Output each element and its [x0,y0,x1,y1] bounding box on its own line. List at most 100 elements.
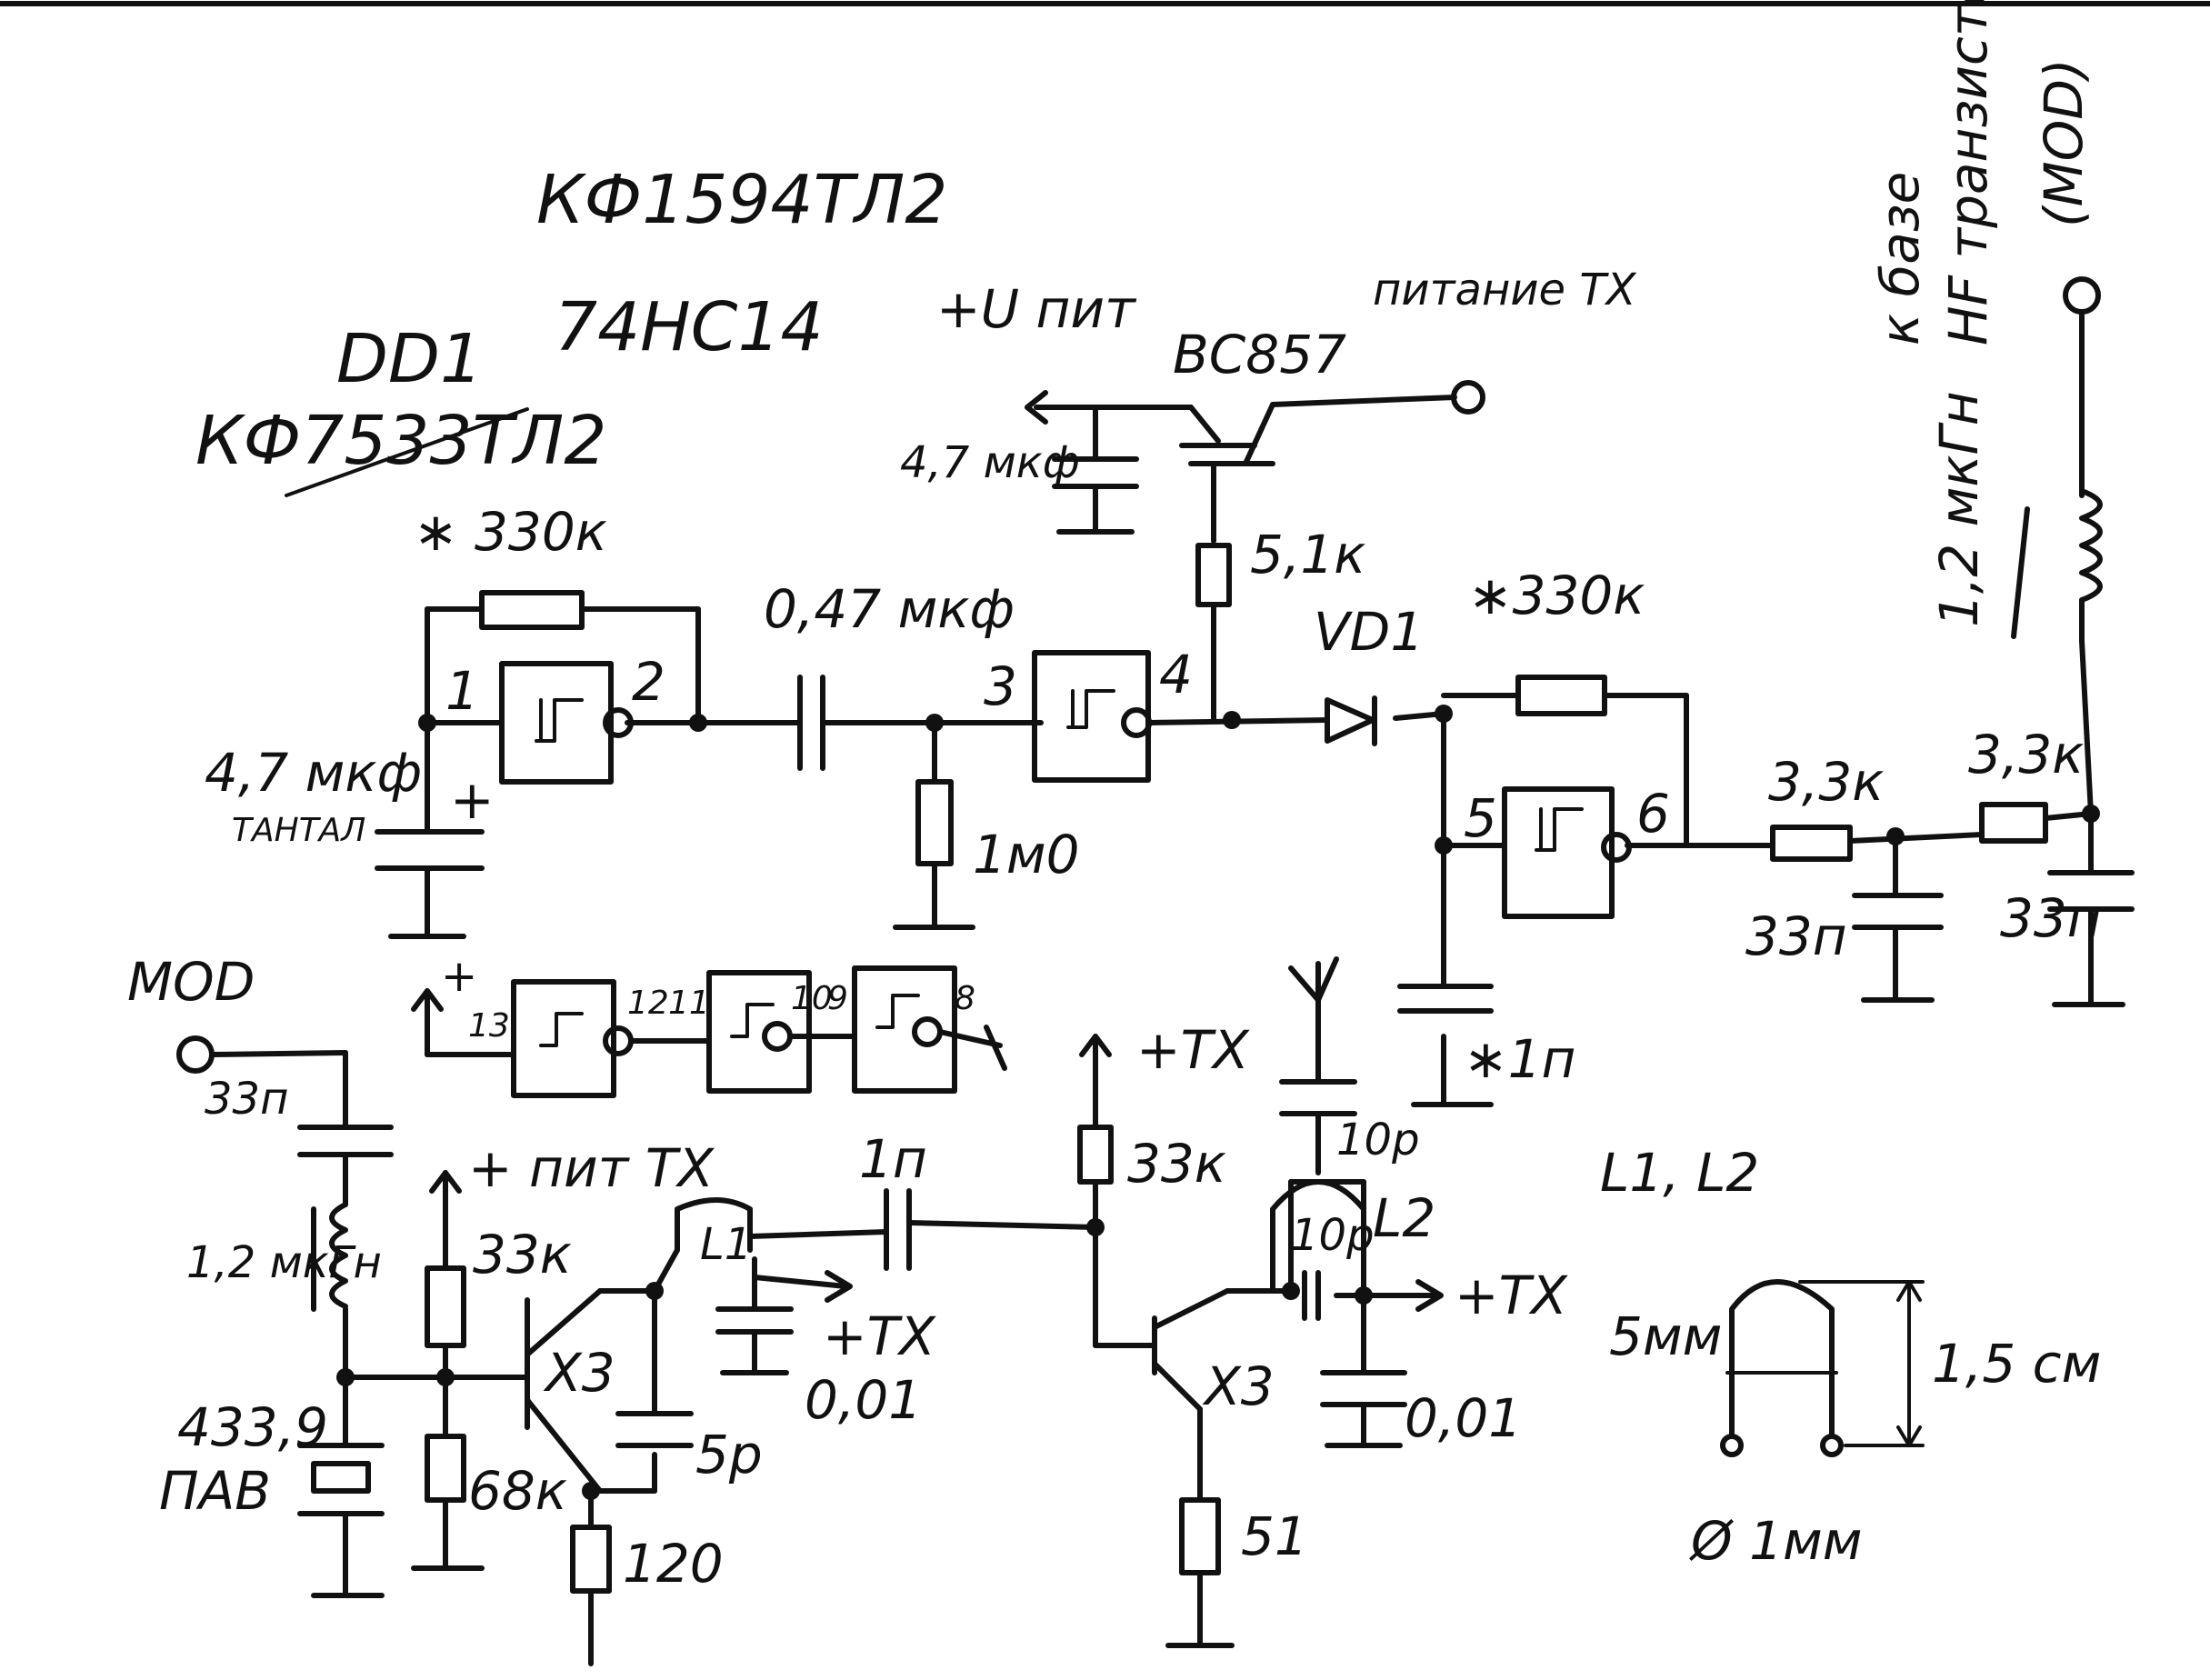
cap-couple-label: 1п [859,1128,927,1190]
pin-4: 4 [1159,644,1193,705]
cap-supply [1052,456,1139,535]
strike-line [285,407,529,497]
pin-9: 9 [827,980,848,1017]
inductor-choke-label: 1,2 мкГн [1928,391,1990,627]
vpit-tx-arrow [429,1170,462,1194]
inductor-l2-label: L2 [1373,1187,1435,1249]
tx-power-terminal [1451,380,1485,415]
saw-freq-label: 433,9 [177,1396,328,1458]
q1-label: X3 [543,1342,615,1404]
cap-feedback-label: 5р [695,1424,763,1485]
junction [925,714,944,732]
cap-c2-label: 33п [2000,887,2102,949]
junction [418,714,436,732]
resistor-r1 [1770,825,1853,862]
tx-power-label: питание TX [1373,265,1637,315]
tx1-line [752,1275,848,1289]
cap-supply-label: 4,7 мкф [900,437,1080,488]
pin-13: 13 [468,1007,510,1045]
resistor-bottom-label: 68к [468,1460,567,1522]
pin-6: 6 [1636,783,1670,845]
saw-type-label: ПАВ [159,1460,271,1522]
r-fb-label: ∗ 330к [414,501,607,563]
coil-title: L1, L2 [1600,1142,1759,1204]
gate-5 [1502,786,1632,919]
q2-label: X3 [1202,1355,1275,1417]
resistor-base [1195,543,1232,607]
cap-coupling-label: 0,47 мкф [764,578,1015,640]
cap-dec1-label: 0,01 [805,1369,922,1431]
cap-dec2-label: 0,01 [1405,1387,1522,1449]
tx1-label: +TX [823,1305,936,1367]
resistor-top [425,1265,466,1348]
junction [1086,1218,1105,1236]
coil-width-label: 5мм [1609,1305,1722,1367]
junction [645,1282,664,1300]
cap-feedback [615,1411,694,1448]
cap-tantal-plus: + [450,769,495,831]
inductor-l1-label: L1 [700,1219,752,1270]
unused-gates [411,965,1007,1098]
cap-tank-label: 10р [1291,1210,1375,1261]
inductor-in [311,1202,348,1312]
resistor-e2 [1179,1497,1221,1575]
resistor-bias [915,779,954,866]
tx1-arrow [825,1270,853,1303]
pin-2: 2 [632,651,665,713]
cap-antenna-label: 10р [1336,1115,1420,1165]
cap-tank [1302,1270,1321,1321]
cap-tantal-label: 4,7 мкф [205,742,422,804]
junction [436,1368,455,1386]
resistor-r2 [1979,802,2048,844]
cap-in-label: 33п [205,1074,288,1125]
inductor-choke [2011,443,2103,644]
diode-label: VD1 [1314,601,1424,663]
resistor-e2-label: 51 [1241,1505,1308,1567]
cap-dec2 [1320,1370,1407,1448]
cap-c1-label: 33п [1745,905,1847,967]
cap-c2 [2047,870,2135,1007]
osc-wiring [425,606,1446,939]
cap-timing [1397,984,1494,1107]
transistor-bc857-label: BC857 [1173,324,1346,385]
vpit-label: +U пит [936,278,1137,340]
junction [1355,1286,1373,1305]
mod-label-left: MOD [127,951,255,1013]
chip-part-struck: КФ7533ТЛ2 [195,402,607,480]
saw-resonator [297,1443,385,1598]
cap-in [297,1125,394,1157]
inductor-l2 [1270,1179,1366,1294]
resistor-feedback [479,590,585,630]
resistor-emitter-label: 120 [623,1533,724,1595]
resistor-bias-2-label: 33к [1127,1133,1226,1195]
cap-tantal [375,829,485,939]
cap-antenna [1279,1079,1357,1116]
unused-plus: + [441,951,477,1002]
gate-1 [499,661,634,785]
cap-tantal-type: ТАНТАЛ [232,812,365,849]
gate-3 [1032,650,1152,783]
cap-dec1 [715,1256,794,1375]
cap-timing-label: ∗1п [1464,1028,1575,1090]
cap-coupling [797,675,825,771]
diode-vd1 [1325,695,1377,746]
cap-c1 [1852,893,1944,1003]
junction [1282,1282,1300,1300]
tx3-arrow [1415,1279,1444,1312]
junction [1223,711,1241,729]
junction [1435,836,1453,855]
pin-1: 1 [445,660,479,722]
mod-terminal-right [2063,276,2101,315]
pin-10: 10 [791,980,833,1017]
resistor-base-label: 5,1к [1250,524,1365,585]
junction [2082,805,2100,823]
resistor-r2-label: 3,3к [1968,724,2084,785]
hf-transistor-label: HF транзистора [1937,0,1999,345]
resistor-r1-label: 3,3к [1768,751,1884,813]
resistor-emitter [570,1525,612,1594]
coil-drawing [1720,1279,1925,1457]
mod-terminal-left [176,1035,215,1074]
junction [1886,827,1905,845]
pin-5: 5 [1464,787,1497,849]
mod-label-right: (MOD) [2033,58,2095,227]
